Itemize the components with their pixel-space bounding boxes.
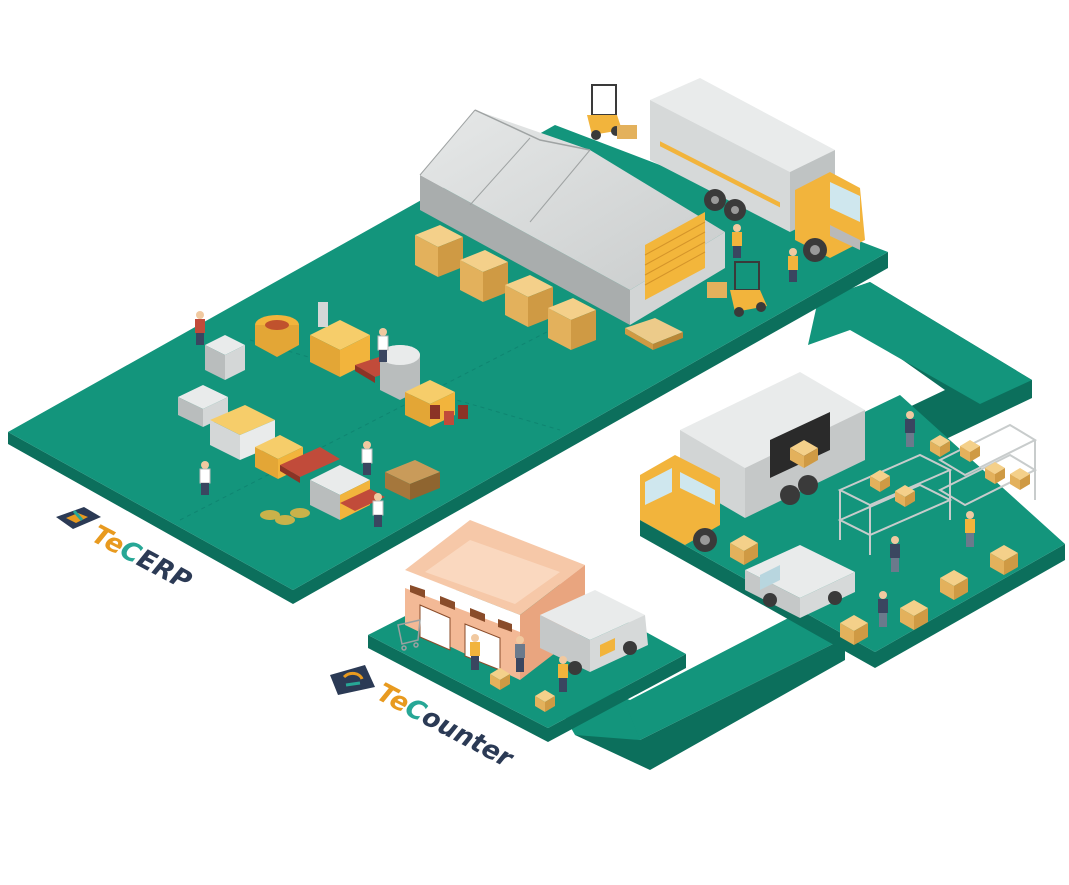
worker-icon <box>470 634 568 712</box>
box-icon <box>730 435 1030 645</box>
van-icon <box>745 545 855 618</box>
forklift-icon <box>587 84 767 317</box>
worker-icon <box>878 411 975 627</box>
van-icon <box>540 590 648 675</box>
delivery-truck-icon <box>640 372 865 552</box>
shelf-rack-icon <box>837 423 1038 555</box>
tecounter-logo-icon <box>330 665 375 695</box>
truck-icon <box>650 78 865 262</box>
pallet-icon <box>415 225 683 350</box>
worker-icon <box>195 224 798 527</box>
factory-machine-icon <box>178 302 468 525</box>
warehouse-icon <box>419 109 725 325</box>
teerp-logo-icon <box>56 507 101 529</box>
shopping-cart-icon <box>397 619 421 651</box>
